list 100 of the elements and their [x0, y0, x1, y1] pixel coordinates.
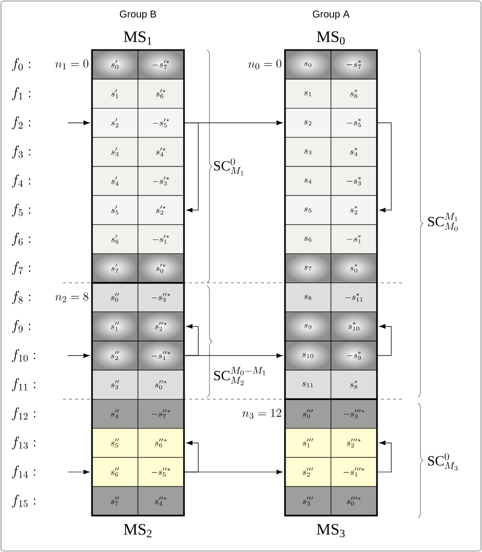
row-label: $f_{4}:$	[12, 174, 30, 188]
group-label: Group A	[312, 10, 350, 20]
table-cell: $-s^{\prime *}_{5}$	[138, 108, 184, 138]
table-cell: $s^{\prime\prime *}_{4}$	[138, 486, 184, 516]
table-cell: $s^{\prime}_{0}$	[92, 50, 138, 80]
arrow	[184, 122, 199, 212]
table-cell: $-s^{\prime\prime *}_{7}$	[138, 399, 184, 429]
table-cell: $-s^{\prime\prime *}_{3}$	[138, 282, 184, 312]
table-cell: $s^{\prime\prime}_{3}$	[92, 370, 138, 400]
table-cell: $-s^{\prime *}_{7}$	[138, 50, 184, 80]
table-cell: $s_{11}$	[284, 370, 332, 400]
table-cell: $s^{\prime\prime}_{7}$	[92, 486, 138, 516]
table-cell: $s_{8}$	[284, 282, 332, 312]
table-cell: $s^{\prime}_{4}$	[92, 166, 138, 196]
table-cell: $-s^{*}_{5}$	[330, 108, 378, 138]
arrow	[184, 324, 199, 356]
index-label: $n_{1}=0$	[55, 60, 88, 70]
table-cell: $-s^{\prime *}_{1}$	[138, 224, 184, 254]
row-label: $f_{0}:$	[12, 58, 30, 72]
table-cell: $s_{1}$	[284, 78, 332, 108]
index-label: $n_{3}=12$	[242, 408, 282, 419]
table-cell: $s^{\prime\prime *}_{0}$	[138, 370, 184, 400]
table-cell: $-s^{*}_{3}$	[330, 166, 378, 196]
row-label: $f_{10}:$	[12, 349, 36, 362]
table-cell: $s^{\prime}_{3}$	[92, 137, 138, 167]
arrow	[184, 440, 199, 472]
table-cell: $s^{\prime}_{1}$	[92, 78, 138, 108]
brace-label: $\mathrm{SC}^{M_{1}}_{M_{0}}$	[428, 212, 458, 232]
table-cell: $-s^{\prime\prime\prime *}_{3}$	[330, 399, 378, 429]
block-title: MS$_{2}$	[124, 524, 152, 538]
table-cell: $s^{*}_{8}$	[330, 370, 378, 400]
table-cell: $s_{5}$	[284, 195, 332, 225]
table-cell: $s^{\prime *}_{4}$	[138, 137, 184, 167]
table-cell: $s^{*}_{2}$	[330, 195, 378, 225]
row-label: $f_{7}:$	[12, 262, 30, 275]
row-label: $f_{5}:$	[12, 204, 30, 217]
table-cell: $s_{0}$	[284, 50, 332, 80]
table-cell: $s_{3}$	[284, 137, 332, 167]
table-cell: $s^{\prime\prime}_{5}$	[92, 428, 138, 458]
table-cell: $s^{\prime\prime *}_{6}$	[138, 428, 184, 458]
row-label: $f_{11}:$	[12, 378, 36, 392]
table-cell: $s_{2}$	[284, 108, 332, 138]
row-label: $f_{15}:$	[12, 494, 36, 508]
arrow	[67, 353, 90, 358]
row-label: $f_{1}:$	[12, 87, 30, 100]
group-label: Group B	[120, 10, 156, 20]
table-cell: $s^{\prime\prime\prime}_{1}$	[284, 428, 332, 458]
table-cell: $s^{\prime\prime}_{6}$	[92, 457, 138, 487]
table-cell: $s^{\prime *}_{2}$	[138, 195, 184, 225]
table-cell: $s^{\prime}_{5}$	[92, 195, 138, 225]
table-cell: $s^{\prime\prime}_{1}$	[92, 312, 138, 342]
table-cell: $s_{6}$	[284, 224, 332, 254]
table-cell: $s_{4}$	[284, 166, 332, 196]
arrow	[67, 470, 90, 474]
table-cell: $s^{\prime *}_{0}$	[138, 253, 184, 283]
arrow	[184, 470, 283, 474]
block-title: MS$_{3}$	[316, 524, 345, 538]
table-cell: $-s^{\prime\prime *}_{5}$	[138, 457, 184, 487]
block-title: MS$_{1}$	[124, 31, 152, 45]
table-cell: $s^{*}_{6}$	[330, 78, 378, 108]
table-cell: $s^{\prime}_{7}$	[92, 253, 138, 283]
index-label: $n_{2}=8$	[55, 292, 88, 302]
arrow	[376, 122, 392, 212]
arrow	[376, 324, 392, 356]
table-cell: $s^{\prime}_{6}$	[92, 224, 138, 254]
row-label: $f_{14}:$	[12, 465, 36, 479]
table-cell: $s^{\prime}_{2}$	[92, 108, 138, 138]
row-label: $f_{9}:$	[12, 320, 30, 333]
table-cell: $-s^{*}_{11}$	[330, 282, 378, 312]
table-cell: $s^{\prime\prime *}_{2}$	[138, 312, 184, 342]
table-cell: $s^{\prime *}_{6}$	[138, 78, 184, 108]
row-label: $f_{3}:$	[12, 145, 30, 158]
table-cell: $s^{\prime\prime\prime}_{3}$	[284, 486, 332, 516]
brace-label: $\mathrm{SC}^{0}_{M_{1}}$	[214, 158, 244, 176]
arrow	[184, 120, 283, 126]
row-label: $f_{12}:$	[12, 407, 36, 420]
table-cell: $-s^{\prime\prime\prime *}_{1}$	[330, 457, 378, 487]
table-cell: $s^{\prime\prime}_{4}$	[92, 399, 138, 429]
row-label: $f_{6}:$	[12, 232, 30, 246]
row-label: $f_{2}:$	[12, 116, 30, 130]
row-label: $f_{13}:$	[12, 436, 36, 450]
table-cell: $s^{\prime\prime}_{0}$	[92, 282, 138, 312]
table-cell: $s^{\prime\prime\prime}_{2}$	[284, 457, 332, 487]
arrow	[376, 440, 392, 472]
brace-label: $\mathrm{SC}^{M_{0}-M_{1}}_{M_{2}}$	[214, 366, 266, 386]
table-cell: $-s^{*}_{7}$	[330, 50, 378, 80]
table-cell: $s_{9}$	[284, 312, 332, 342]
row-label: $f_{8}:$	[12, 290, 30, 304]
table-cell: $s^{\prime\prime\prime *}_{2}$	[330, 428, 378, 458]
table-cell: $s^{*}_{4}$	[330, 137, 378, 167]
block-title: MS$_{0}$	[316, 31, 345, 45]
arrow	[67, 120, 90, 126]
arrow	[184, 353, 283, 358]
table-cell: $s^{*}_{10}$	[330, 312, 378, 342]
table-cell: $s^{\prime\prime\prime}_{0}$	[284, 399, 332, 429]
table-cell: $-s^{*}_{1}$	[330, 224, 378, 254]
table-cell: $s^{\prime\prime\prime *}_{0}$	[330, 486, 378, 516]
brace-label: $\mathrm{SC}^{0}_{M_{3}}$	[428, 453, 458, 471]
table-cell: $-s^{\prime *}_{3}$	[138, 166, 184, 196]
index-label: $n_{0}=0$	[248, 60, 282, 70]
